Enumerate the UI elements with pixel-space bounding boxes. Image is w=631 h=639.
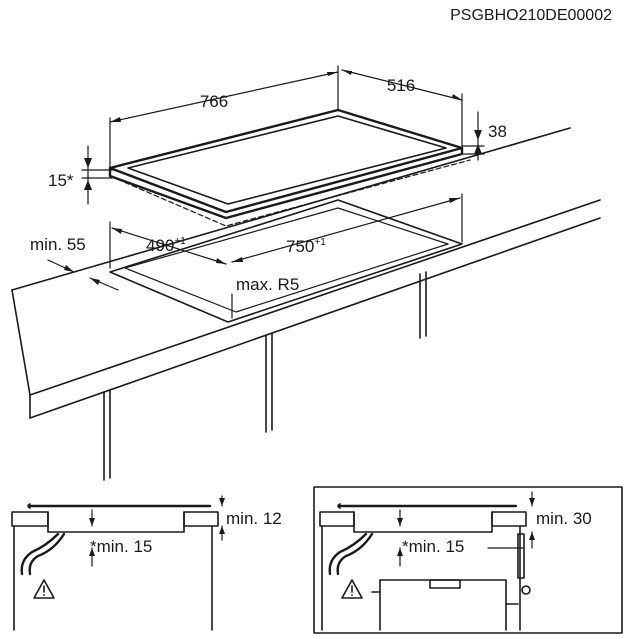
install-detail-right [313, 486, 623, 634]
install-left-bottom-label: *min. 15 [90, 537, 152, 556]
dim-depth-label: 516 [387, 76, 415, 95]
worktop [11, 127, 601, 481]
hob [108, 108, 471, 227]
corner-radius-label: max. R5 [236, 275, 299, 294]
dim-underside [81, 145, 113, 205]
dim-cutout-width [231, 193, 463, 263]
dim-cutout-depth [109, 221, 227, 269]
dim-cutout-width-label: 750+1 [286, 237, 326, 256]
dim-width-label: 766 [200, 92, 228, 111]
install-right-top-label: min. 30 [536, 509, 592, 528]
install-detail-left [11, 495, 225, 631]
cutout [109, 199, 463, 323]
dim-depth [341, 69, 463, 149]
dim-edge [47, 259, 119, 291]
document-code: PSGBHO210DE00002 [450, 7, 612, 24]
dim-height [461, 111, 485, 161]
dim-cutout-depth-label: 490+1 [146, 236, 186, 255]
dim-edge-label: min. 55 [30, 235, 86, 254]
install-left-top-label: min. 12 [226, 509, 282, 528]
dim-width [109, 65, 339, 169]
install-right-bottom-label: *min. 15 [402, 537, 464, 556]
dim-height-label: 38 [488, 122, 507, 141]
dim-underside-label: 15* [48, 171, 74, 190]
